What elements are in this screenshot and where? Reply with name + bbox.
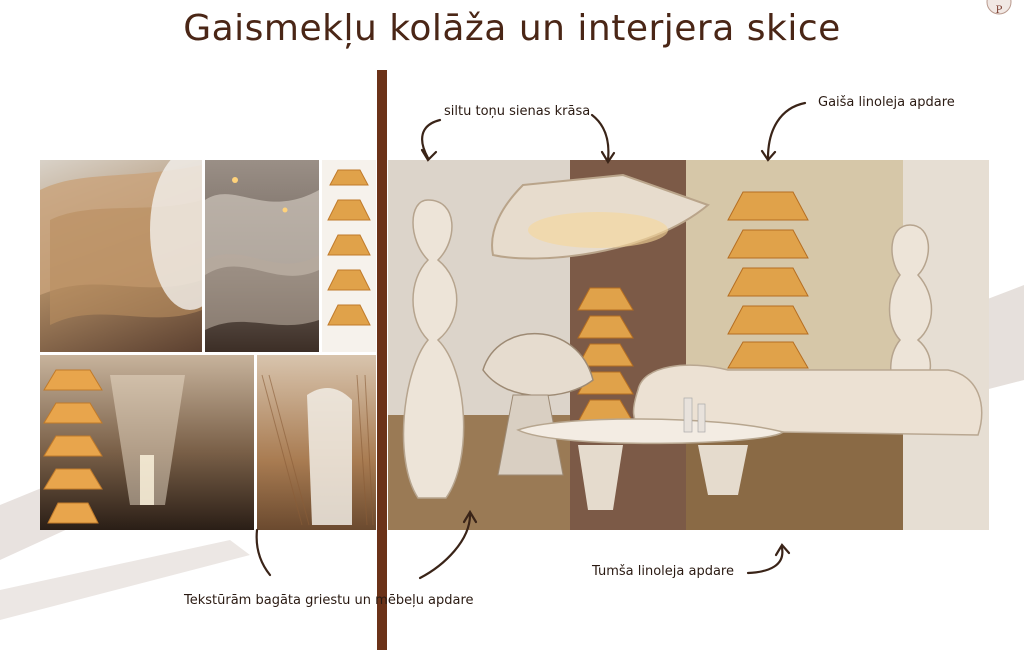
collage-stacked-lamp-photo <box>322 160 376 352</box>
label-wall-color: siltu toņu sienas krāsa <box>444 104 591 119</box>
label-light-linoleum: Gaiša linoleja apdare <box>818 95 955 110</box>
label-textured-ceiling: Tekstūrām bagāta griestu un mēbeļu apdar… <box>184 593 474 608</box>
interior-sketch <box>388 160 989 530</box>
collage-corridor-lamps-photo <box>40 355 254 530</box>
monogram-logo-icon: P <box>986 0 1012 16</box>
curved-arrow-icon <box>420 118 442 162</box>
collage-ribbed-walls-photo <box>257 355 376 530</box>
label-dark-linoleum: Tumša linoleja apdare <box>592 564 734 579</box>
page-title: Gaismekļu kolāža un interjera skice <box>183 8 841 49</box>
curved-arrow-icon <box>418 509 478 580</box>
curved-arrow-icon <box>760 101 807 162</box>
collage-mesh-ceiling-photo <box>205 160 319 352</box>
svg-text:P: P <box>996 5 1003 16</box>
collage-ceiling-curtain-photo <box>40 160 202 352</box>
lamp-collage <box>40 160 376 530</box>
section-divider <box>377 70 387 650</box>
curved-arrow-icon <box>746 543 791 575</box>
curved-arrow-icon <box>590 113 616 165</box>
curved-arrow-icon <box>255 528 272 577</box>
